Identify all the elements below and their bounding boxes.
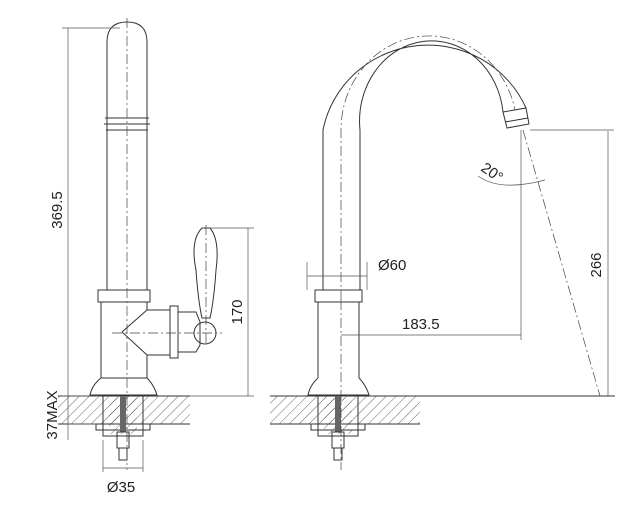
body-collar: [97, 289, 151, 303]
side-view: 369.5 170 37MAX Ø35: [44, 18, 254, 496]
dim-266: 266: [588, 252, 605, 277]
dim-d35: Ø35: [107, 479, 135, 496]
gooseneck-spout: [322, 40, 527, 290]
dim-37max: 37MAX: [44, 390, 61, 439]
dim-369-5: 369.5: [49, 191, 66, 229]
dim-183-5: 183.5: [402, 316, 440, 333]
front-view: Ø60 183.5 266 20°: [270, 35, 615, 470]
dim-20-degrees: 20°: [478, 159, 506, 186]
dim-170: 170: [229, 299, 246, 324]
dim-d60: Ø60: [378, 257, 406, 274]
lever-handle: [193, 227, 218, 319]
